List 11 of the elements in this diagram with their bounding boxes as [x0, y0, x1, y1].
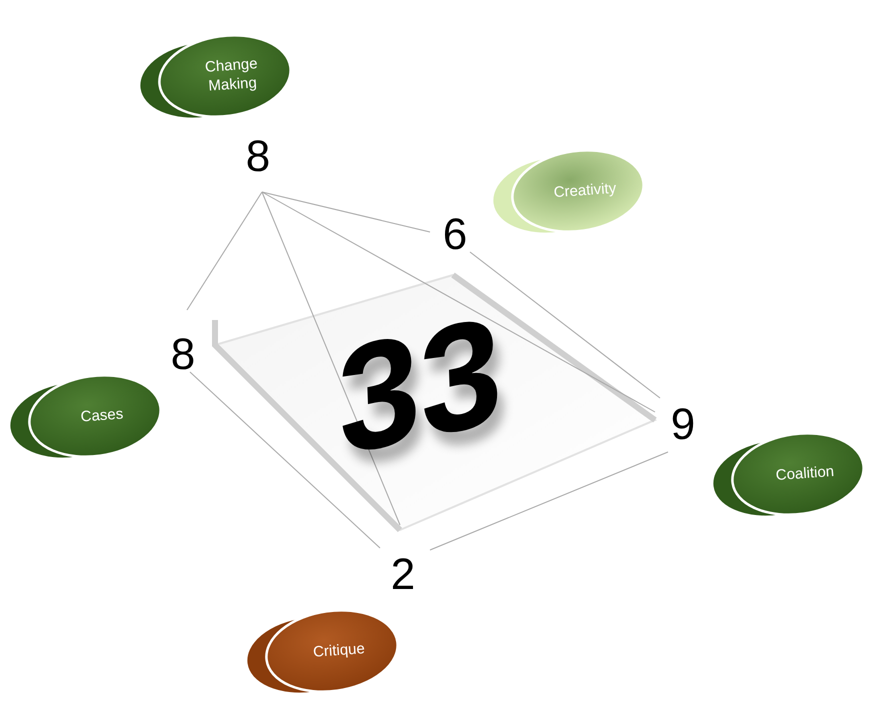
score: 8 [170, 333, 196, 377]
score: 9 [670, 403, 696, 447]
ellipse-label: Creativity [552, 178, 618, 203]
score: 8 [246, 135, 270, 179]
total-score: 33 [336, 292, 504, 478]
ellipse-label: Change Making [203, 54, 260, 97]
ellipse-label: Critique [312, 638, 366, 662]
score: 6 [442, 213, 468, 257]
ellipse-label: Coalition [774, 462, 836, 486]
score: 2 [390, 553, 416, 597]
ellipse-label: Cases [79, 404, 125, 428]
